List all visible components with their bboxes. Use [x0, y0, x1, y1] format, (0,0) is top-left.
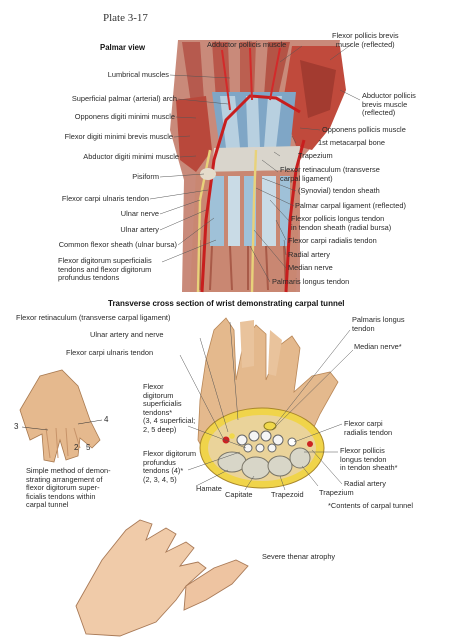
label-fpl-line2: in tendon sheath (radial bursa) [291, 222, 392, 232]
label-cs-radial-artery: Radial artery [344, 479, 386, 488]
label-opponens-dm: Opponens digiti minimi muscle [74, 112, 175, 121]
label-cs-hamate: Hamate [196, 484, 222, 493]
small-hand-number-4: 4 [104, 415, 109, 424]
label-radial-artery: Radial artery [288, 250, 330, 259]
label-cs-median-nerve: Median nerve* [354, 342, 402, 351]
label-cs-fdp-line1: Flexor digitorum [143, 449, 196, 458]
cross-section-title: Transverse cross section of wrist demons… [108, 299, 345, 308]
label-apb-line1: Abductor pollicis [362, 91, 416, 100]
label-fds-fdp: Flexor digitorum superficialis tendons a… [58, 256, 152, 283]
label-cs-pl-line2: tendon [352, 323, 375, 333]
label-ulnar-artery: Ulnar artery [120, 225, 159, 234]
label-fpb-line1: Flexor pollicis brevis [332, 31, 399, 40]
label-abductor-dm: Abductor digiti minimi muscle [83, 152, 179, 161]
label-cs-fds-line6: 2, 5 deep) [143, 424, 177, 434]
small-hand-number-2: 2 [74, 443, 79, 452]
label-pisiform: Pisiform [132, 172, 159, 181]
label-fds-fdp-line3: profundus tendons [58, 273, 120, 283]
small-hand-number-5: 5 [86, 443, 91, 452]
label-cs-fds-line3: superficialis [143, 399, 182, 409]
label-cs-fdp-line2: profundus [143, 457, 176, 467]
label-cs-fpl-line2: longus tendon [340, 454, 387, 464]
label-fr-line2: carpal ligament) [280, 173, 333, 183]
label-fcr-tendon: Flexor carpi radialis tendon [288, 236, 377, 245]
label-cs-fcr-line2: radialis tendon [344, 427, 393, 437]
label-cs-fpl-line3: in tendon sheath* [340, 463, 398, 473]
label-fpl-tendon: Flexor pollicis longus tendon in tendon … [291, 214, 392, 232]
label-lumbrical: Lumbrical muscles [107, 70, 169, 79]
label-cs-fcr: Flexor carpi radialis tendon [344, 419, 393, 437]
label-fpb-line2: muscle (reflected) [335, 39, 395, 49]
palmar-leader-lines [149, 43, 361, 283]
small-hand-caption: Simple method of demon- strating arrange… [26, 466, 111, 510]
label-fpl-line1: Flexor pollicis longus tendon [291, 214, 385, 223]
label-fr-line1: Flexor retinaculum (transverse [280, 165, 380, 174]
label-flexor-retinaculum: Flexor retinaculum (transverse carpal li… [280, 165, 380, 183]
label-fds-fdp-line1: Flexor digitorum superficialis [58, 256, 152, 265]
label-palmaris-longus: Palmaris longus tendon [272, 277, 350, 286]
label-cs-fds-line4: tendons* [143, 407, 173, 417]
label-cs-fds-line2: digitorum [143, 390, 174, 400]
label-fds-fdp-line2: tendons and flexor digitorum [58, 264, 152, 274]
label-cs-fpl: Flexor pollicis longus tendon in tendon … [340, 446, 398, 473]
label-apb-line2: brevis muscle [362, 99, 408, 109]
label-ulnar-nerve: Ulnar nerve [120, 209, 159, 218]
label-adductor-pollicis: Adductor pollicis muscle [207, 40, 287, 49]
label-cs-trapezium: Trapezium [319, 488, 354, 497]
small-hand-number-3: 3 [14, 422, 19, 431]
label-cs-capitate: Capitate [225, 490, 253, 499]
label-fcu-tendon: Flexor carpi ulnaris tendon [61, 194, 149, 203]
small-hand-image [19, 369, 101, 463]
label-cs-pl-line1: Palmaris longus [352, 315, 405, 324]
label-cs-fdp-line4: (2, 3, 4, 5) [143, 474, 177, 484]
label-cs-fds: Flexor digitorum superficialis tendons* … [143, 382, 196, 435]
hand-cross-section-image [197, 317, 339, 489]
label-first-metacarpal: 1st metacarpal bone [318, 138, 385, 147]
small-hand-caption-line5: carpal tunnel [26, 500, 69, 510]
label-cs-flexor-retinaculum: Flexor retinaculum (transverse carpal li… [16, 313, 171, 322]
label-cs-trapezoid: Trapezoid [271, 490, 304, 499]
palmar-view-title: Palmar view [100, 43, 146, 52]
label-cs-fcu-tendon: Flexor carpi ulnaris tendon [66, 348, 154, 357]
label-cs-ulnar-artery-nerve: Ulnar artery and nerve [90, 330, 164, 339]
label-synovial-sheath: (Synovial) tendon sheath [298, 186, 380, 195]
atrophy-hand-image [75, 519, 249, 637]
small-hand-caption-line4: ficialis tendons within [26, 491, 96, 501]
plate-number: Plate 3-17 [103, 12, 148, 24]
label-opponens-pollicis: Opponens pollicis muscle [322, 125, 406, 134]
palmar-dissection-image [170, 40, 346, 293]
label-cs-fds-line1: Flexor [143, 382, 164, 391]
small-hand-caption-line2: strating arrangement of [26, 474, 103, 484]
label-cs-fdp: Flexor digitorum profundus tendons (4)* … [143, 449, 196, 484]
label-cs-fds-line5: (3, 4 superficial; [143, 416, 196, 426]
label-cs-palmaris-longus: Palmaris longus tendon [352, 315, 405, 333]
label-superficial-arch: Superficial palmar (arterial) arch [71, 94, 177, 103]
label-cs-fcr-line1: Flexor carpi [344, 419, 383, 428]
small-hand-caption-line1: Simple method of demon- [26, 466, 111, 475]
small-hand-leaders [21, 419, 103, 431]
cross-section-leader-lines [179, 321, 354, 491]
label-common-flexor-sheath: Common flexor sheath (ulnar bursa) [58, 240, 177, 249]
label-median-nerve: Median nerve [288, 263, 333, 272]
label-cs-contents-note: *Contents of carpal tunnel [328, 501, 414, 510]
label-cs-fpl-line1: Flexor pollicis [340, 446, 385, 455]
label-fpb-reflected: Flexor pollicis brevis muscle (reflected… [332, 31, 399, 49]
atrophy-caption: Severe thenar atrophy [262, 552, 336, 561]
label-palmar-carpal-lig: Palmar carpal ligament (reflected) [295, 201, 406, 210]
label-apb-line3: (reflected) [362, 108, 396, 118]
label-cs-fdp-line3: tendons (4)* [143, 466, 184, 476]
label-fdm-brevis: Flexor digiti minimi brevis muscle [64, 132, 173, 141]
label-abd-poll-brevis: Abductor pollicis brevis muscle (reflect… [362, 91, 416, 118]
small-hand-caption-line3: flexor digitorum super- [26, 483, 100, 493]
label-trapezium: Trapezium [298, 151, 333, 160]
